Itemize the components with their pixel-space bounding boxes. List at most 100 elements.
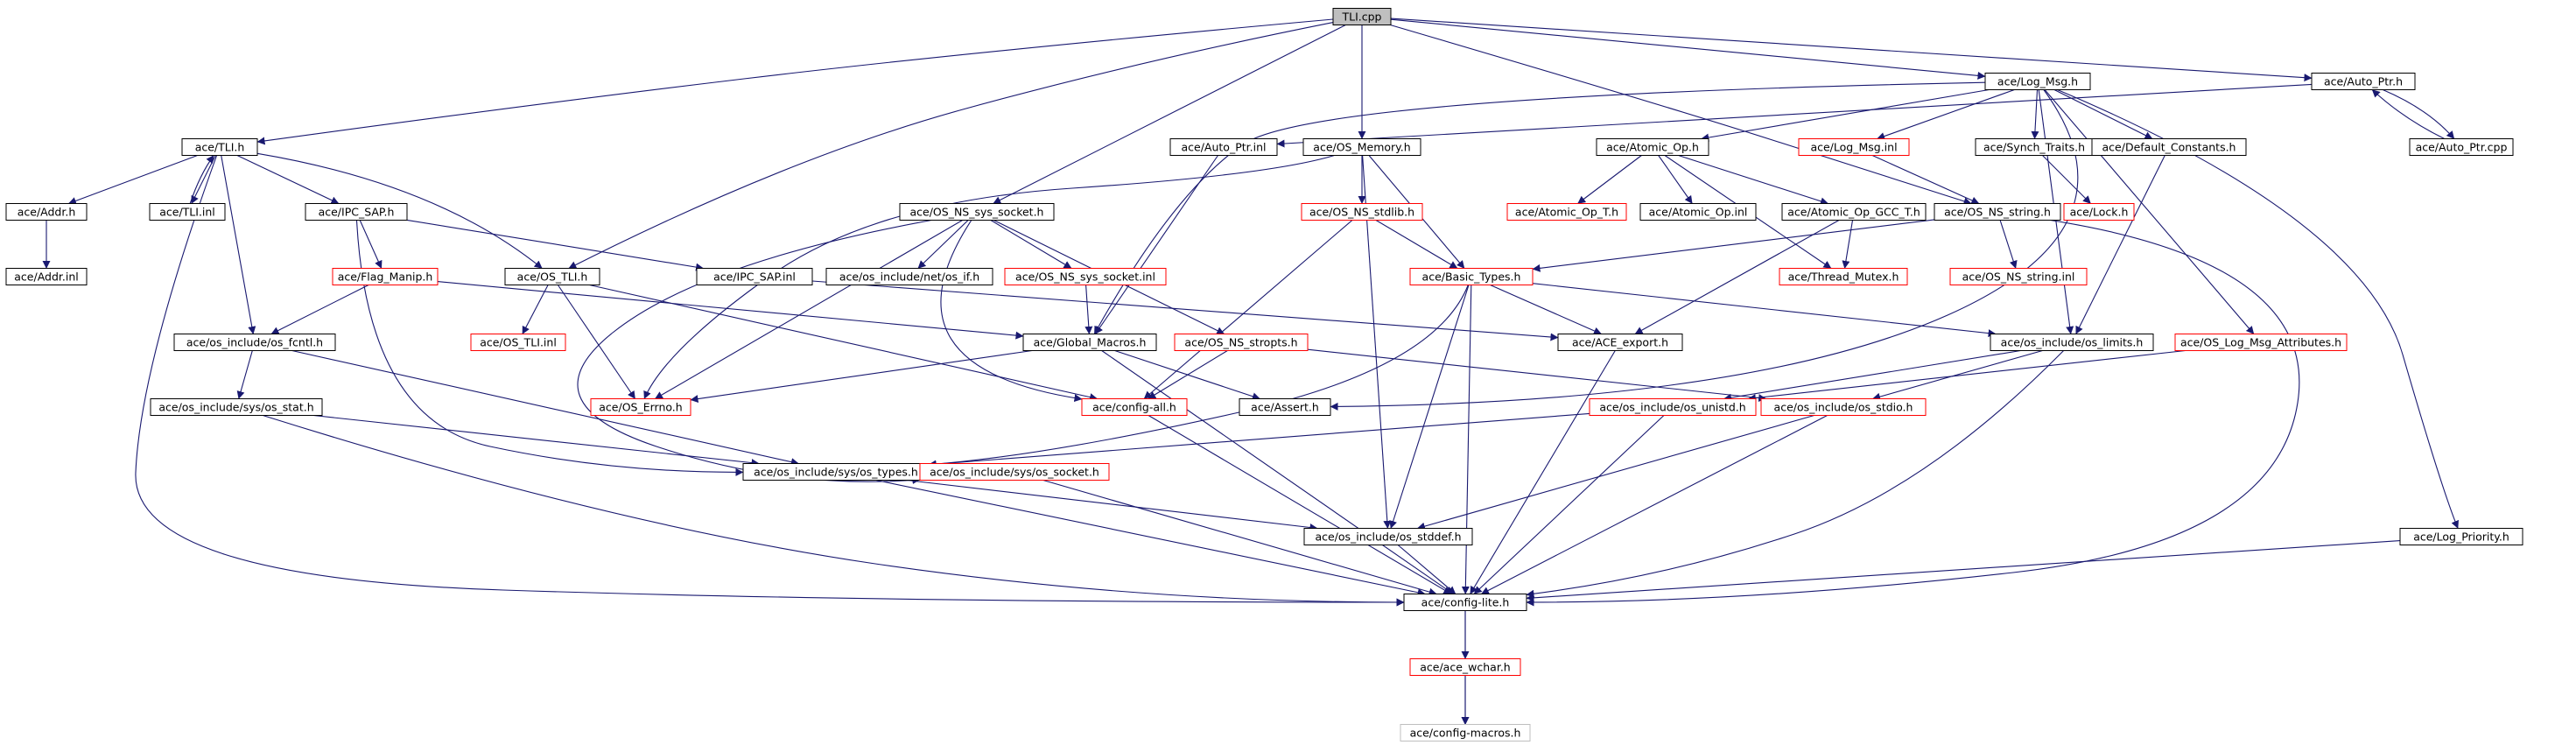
node-ace-wchar-h[interactable]: ace/ace_wchar.h	[1409, 658, 1521, 676]
node-flag-manip-h[interactable]: ace/Flag_Manip.h	[332, 268, 439, 285]
node-box[interactable]	[1403, 594, 1527, 611]
node-lock-h[interactable]: ace/Lock.h	[2063, 203, 2135, 221]
node-box[interactable]	[5, 203, 88, 221]
node-box[interactable]	[150, 398, 323, 416]
node-thread-mutex-h[interactable]: ace/Thread_Mutex.h	[1779, 268, 1908, 285]
node-global-macros-h[interactable]: ace/Global_Macros.h	[1022, 334, 1157, 351]
node-box[interactable]	[1301, 203, 1423, 221]
node-os-ns-stdlib-h[interactable]: ace/OS_NS_stdlib.h	[1301, 203, 1423, 221]
node-box[interactable]	[1302, 138, 1421, 156]
node-box[interactable]	[1169, 138, 1278, 156]
node-os-if-h[interactable]: ace/os_include/net/os_if.h	[825, 268, 993, 285]
node-ace-export-h[interactable]: ace/ACE_export.h	[1557, 334, 1683, 351]
node-os-ns-string-h[interactable]: ace/OS_NS_string.h	[1934, 203, 2061, 221]
node-box[interactable]	[1984, 73, 2091, 90]
node-atomic-op-h[interactable]: ace/Atomic_Op.h	[1596, 138, 1709, 156]
node-auto-ptr-inl[interactable]: ace/Auto_Ptr.inl	[1169, 138, 1278, 156]
node-os-tli-h[interactable]: ace/OS_TLI.h	[504, 268, 600, 285]
node-os-socket-h[interactable]: ace/os_include/sys/os_socket.h	[919, 463, 1110, 481]
node-box[interactable]	[173, 334, 336, 351]
node-box[interactable]	[696, 268, 813, 285]
node-box[interactable]	[1332, 8, 1392, 25]
node-os-ns-stropts-h[interactable]: ace/OS_NS_stropts.h	[1174, 334, 1309, 351]
node-box[interactable]	[590, 398, 691, 416]
node-box[interactable]	[504, 268, 600, 285]
node-box[interactable]	[5, 268, 88, 285]
node-addr-inl[interactable]: ace/Addr.inl	[5, 268, 88, 285]
node-box[interactable]	[470, 334, 566, 351]
node-label: ace/OS_TLI.h	[517, 271, 588, 284]
node-atomic-op-inl[interactable]: ace/Atomic_Op.inl	[1639, 203, 1757, 221]
node-box[interactable]	[1589, 398, 1757, 416]
node-os-ns-string-inl[interactable]: ace/OS_NS_string.inl	[1949, 268, 2088, 285]
node-os-stdio-h[interactable]: ace/os_include/os_stdio.h	[1760, 398, 1927, 416]
node-assert-h[interactable]: ace/Assert.h	[1239, 398, 1331, 416]
node-box[interactable]	[1596, 138, 1709, 156]
node-tli-inl[interactable]: ace/TLI.inl	[149, 203, 226, 221]
node-ipc-sap-inl[interactable]: ace/IPC_SAP.inl	[696, 268, 813, 285]
node-box[interactable]	[899, 203, 1055, 221]
node-box[interactable]	[1760, 398, 1927, 416]
node-box[interactable]	[332, 268, 439, 285]
node-os-fcntl-h[interactable]: ace/os_include/os_fcntl.h	[173, 334, 336, 351]
node-config-all-h[interactable]: ace/config-all.h	[1081, 398, 1188, 416]
node-os-ns-sys-socket-h[interactable]: ace/OS_NS_sys_socket.h	[899, 203, 1055, 221]
node-box[interactable]	[181, 138, 258, 156]
node-box[interactable]	[1303, 528, 1473, 545]
node-tli-h[interactable]: ace/TLI.h	[181, 138, 258, 156]
node-box[interactable]	[1949, 268, 2088, 285]
node-os-log-msg-attributes-h[interactable]: ace/OS_Log_Msg_Attributes.h	[2174, 334, 2348, 351]
node-auto-ptr-cpp[interactable]: ace/Auto_Ptr.cpp	[2409, 138, 2514, 156]
node-box[interactable]	[2311, 73, 2416, 90]
node-box[interactable]	[919, 463, 1110, 481]
node-config-macros-h[interactable]: ace/config-macros.h	[1400, 724, 1531, 741]
node-box[interactable]	[2091, 138, 2247, 156]
node-box[interactable]	[1557, 334, 1683, 351]
edge-log-msg-h-to-assert-h	[1330, 89, 2079, 411]
node-box[interactable]	[1174, 334, 1309, 351]
node-os-limits-h[interactable]: ace/os_include/os_limits.h	[1990, 334, 2154, 351]
node-box[interactable]	[1639, 203, 1757, 221]
node-box[interactable]	[1022, 334, 1157, 351]
node-basic-types-h[interactable]: ace/Basic_Types.h	[1409, 268, 1534, 285]
node-tli-cpp[interactable]: TLI.cpp	[1332, 8, 1392, 25]
node-ipc-sap-h[interactable]: ace/IPC_SAP.h	[305, 203, 408, 221]
node-default-constants-h[interactable]: ace/Default_Constants.h	[2091, 138, 2247, 156]
node-box[interactable]	[2063, 203, 2135, 221]
node-box[interactable]	[1798, 138, 1910, 156]
node-os-stddef-h[interactable]: ace/os_include/os_stddef.h	[1303, 528, 1473, 545]
node-box[interactable]	[149, 203, 226, 221]
node-os-errno-h[interactable]: ace/OS_Errno.h	[590, 398, 691, 416]
node-os-unistd-h[interactable]: ace/os_include/os_unistd.h	[1589, 398, 1757, 416]
node-box[interactable]	[825, 268, 993, 285]
node-box[interactable]	[2174, 334, 2348, 351]
node-os-types-h[interactable]: ace/os_include/sys/os_types.h	[742, 463, 930, 481]
node-box[interactable]	[1409, 658, 1521, 676]
node-box[interactable]	[1990, 334, 2154, 351]
node-box[interactable]	[1506, 203, 1627, 221]
node-log-priority-h[interactable]: ace/Log_Priority.h	[2399, 528, 2523, 545]
node-box[interactable]	[1081, 398, 1188, 416]
node-os-tli-inl[interactable]: ace/OS_TLI.inl	[470, 334, 566, 351]
node-synch-traits-h[interactable]: ace/Synch_Traits.h	[1975, 138, 2094, 156]
node-box[interactable]	[1004, 268, 1167, 285]
node-os-stat-h[interactable]: ace/os_include/sys/os_stat.h	[150, 398, 323, 416]
node-log-msg-inl[interactable]: ace/Log_Msg.inl	[1798, 138, 1910, 156]
node-log-msg-h[interactable]: ace/Log_Msg.h	[1984, 73, 2091, 90]
node-box[interactable]	[305, 203, 408, 221]
node-box[interactable]	[1781, 203, 1927, 221]
node-os-memory-h[interactable]: ace/OS_Memory.h	[1302, 138, 1421, 156]
node-config-lite-h[interactable]: ace/config-lite.h	[1403, 594, 1527, 611]
node-box[interactable]	[2399, 528, 2523, 545]
node-box[interactable]	[1400, 724, 1531, 741]
node-box[interactable]	[1409, 268, 1534, 285]
node-atomic-op-t-h[interactable]: ace/Atomic_Op_T.h	[1506, 203, 1627, 221]
node-box[interactable]	[1934, 203, 2061, 221]
node-os-ns-sys-socket-inl[interactable]: ace/OS_NS_sys_socket.inl	[1004, 268, 1167, 285]
node-atomic-op-gcc-t-h[interactable]: ace/Atomic_Op_GCC_T.h	[1781, 203, 1927, 221]
node-addr-h[interactable]: ace/Addr.h	[5, 203, 88, 221]
node-box[interactable]	[1239, 398, 1331, 416]
node-box[interactable]	[1779, 268, 1908, 285]
node-box[interactable]	[2409, 138, 2514, 156]
node-auto-ptr-h[interactable]: ace/Auto_Ptr.h	[2311, 73, 2416, 90]
